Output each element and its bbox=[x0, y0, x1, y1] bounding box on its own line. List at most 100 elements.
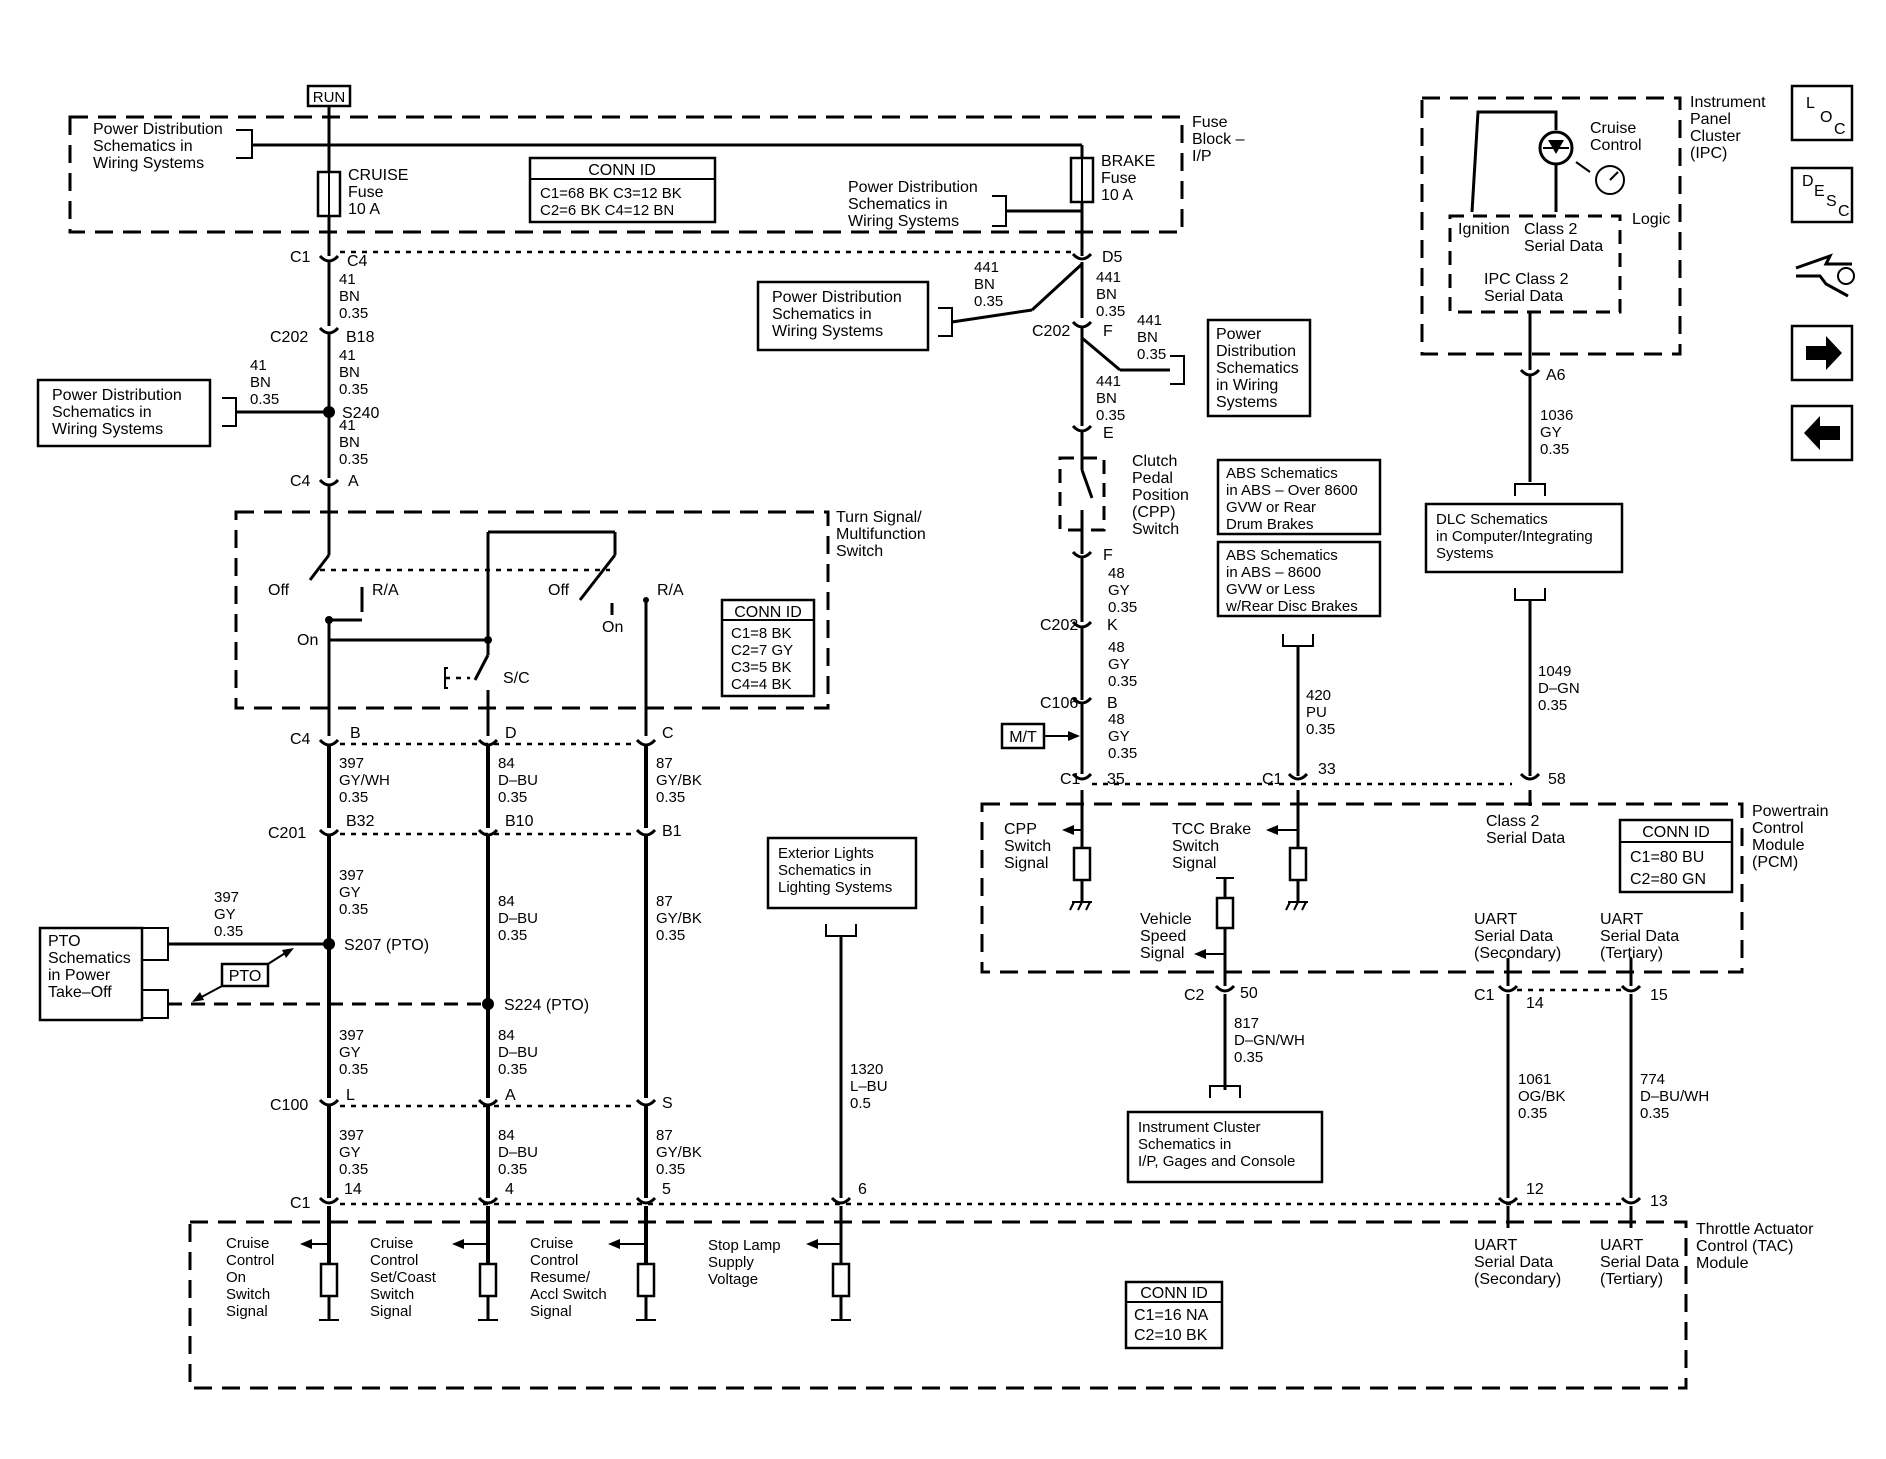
svg-text:C4=4 BK: C4=4 BK bbox=[731, 676, 791, 693]
pd-box-right[interactable] bbox=[1206, 318, 1312, 418]
pto-box[interactable] bbox=[38, 926, 144, 1022]
svg-text:D: D bbox=[505, 725, 517, 742]
pcm-conn-id: CONN ID C1=80 BU C2=80 GN bbox=[1618, 818, 1734, 894]
abs-box-2[interactable] bbox=[1216, 540, 1382, 618]
splice-s224 bbox=[482, 998, 494, 1010]
svg-text:Off: Off bbox=[548, 582, 570, 599]
pin-a: A bbox=[348, 473, 359, 490]
svg-text:84D–BU0.35: 84D–BU0.35 bbox=[498, 1027, 538, 1078]
svg-text:K: K bbox=[1107, 617, 1118, 634]
conn-c1: C1 bbox=[290, 249, 311, 266]
svg-text:C1=8 BK: C1=8 BK bbox=[731, 625, 791, 642]
svg-text:S224 (PTO): S224 (PTO) bbox=[504, 997, 589, 1014]
instrument-cluster-box[interactable] bbox=[1126, 1110, 1324, 1184]
desc-button[interactable]: D E S C bbox=[1790, 166, 1854, 224]
pd-box-mid[interactable] bbox=[756, 280, 930, 352]
fuse-block-outline bbox=[68, 115, 1184, 234]
svg-text:C3=5 BK: C3=5 BK bbox=[731, 659, 791, 676]
abs-box-1[interactable] bbox=[1216, 458, 1382, 536]
dlc-box[interactable] bbox=[1424, 502, 1624, 574]
loc-button[interactable]: L O C bbox=[1790, 84, 1854, 142]
prev-arrow-button[interactable] bbox=[1790, 404, 1854, 462]
svg-text:E: E bbox=[1814, 183, 1825, 200]
svg-text:C1=16 NA: C1=16 NA bbox=[1134, 1307, 1209, 1324]
svg-text:S/C: S/C bbox=[503, 670, 530, 687]
svg-text:C2: C2 bbox=[1184, 987, 1205, 1004]
svg-text:R/A: R/A bbox=[372, 582, 399, 599]
svg-text:B: B bbox=[350, 725, 361, 742]
mt-tag: M/T bbox=[1000, 722, 1080, 750]
svg-text:S207 (PTO): S207 (PTO) bbox=[344, 937, 429, 954]
svg-text:C1=80 BU: C1=80 BU bbox=[1630, 849, 1704, 866]
next-arrow-button[interactable] bbox=[1790, 324, 1854, 382]
svg-text:O: O bbox=[1820, 109, 1832, 126]
svg-text:C2=10 BK: C2=10 BK bbox=[1134, 1327, 1208, 1344]
svg-text:4: 4 bbox=[505, 1181, 514, 1198]
svg-text:CONN ID: CONN ID bbox=[588, 162, 656, 179]
svg-text:14: 14 bbox=[344, 1181, 362, 1198]
svg-text:C: C bbox=[1834, 121, 1846, 138]
svg-text:50: 50 bbox=[1240, 985, 1258, 1002]
ipc-outline bbox=[1420, 96, 1682, 356]
svg-text:B10: B10 bbox=[505, 813, 534, 830]
svg-text:Off: Off bbox=[268, 582, 290, 599]
svg-text:CONN ID: CONN ID bbox=[1140, 1285, 1208, 1302]
exterior-lights-box[interactable] bbox=[766, 836, 918, 910]
repair-icon[interactable] bbox=[1795, 253, 1855, 298]
pd-box-left[interactable] bbox=[36, 378, 212, 448]
svg-text:C: C bbox=[1838, 203, 1850, 220]
fuse-block-conn-id: CONN ID C1=68 BK C3=12 BK C2=6 BK C4=12 … bbox=[528, 156, 717, 224]
svg-text:13: 13 bbox=[1650, 1193, 1668, 1210]
svg-text:L: L bbox=[1806, 95, 1815, 112]
svg-text:6: 6 bbox=[858, 1181, 867, 1198]
svg-text:E: E bbox=[1103, 425, 1114, 442]
tac-conn-id: CONN ID C1=16 NA C2=10 BK bbox=[1124, 1280, 1224, 1350]
svg-text:12: 12 bbox=[1526, 1181, 1544, 1198]
svg-text:A: A bbox=[505, 1087, 516, 1104]
svg-text:14: 14 bbox=[1526, 995, 1544, 1012]
svg-text:F: F bbox=[1103, 547, 1113, 564]
svg-text:C100: C100 bbox=[270, 1097, 308, 1114]
svg-text:A6: A6 bbox=[1546, 367, 1566, 384]
svg-text:Ignition: Ignition bbox=[1458, 221, 1510, 238]
svg-text:RUN: RUN bbox=[313, 89, 346, 106]
svg-text:84D–BU0.35: 84D–BU0.35 bbox=[498, 1127, 538, 1178]
pin-b18: B18 bbox=[346, 329, 375, 346]
svg-text:84D–BU0.35: 84D–BU0.35 bbox=[498, 893, 538, 944]
